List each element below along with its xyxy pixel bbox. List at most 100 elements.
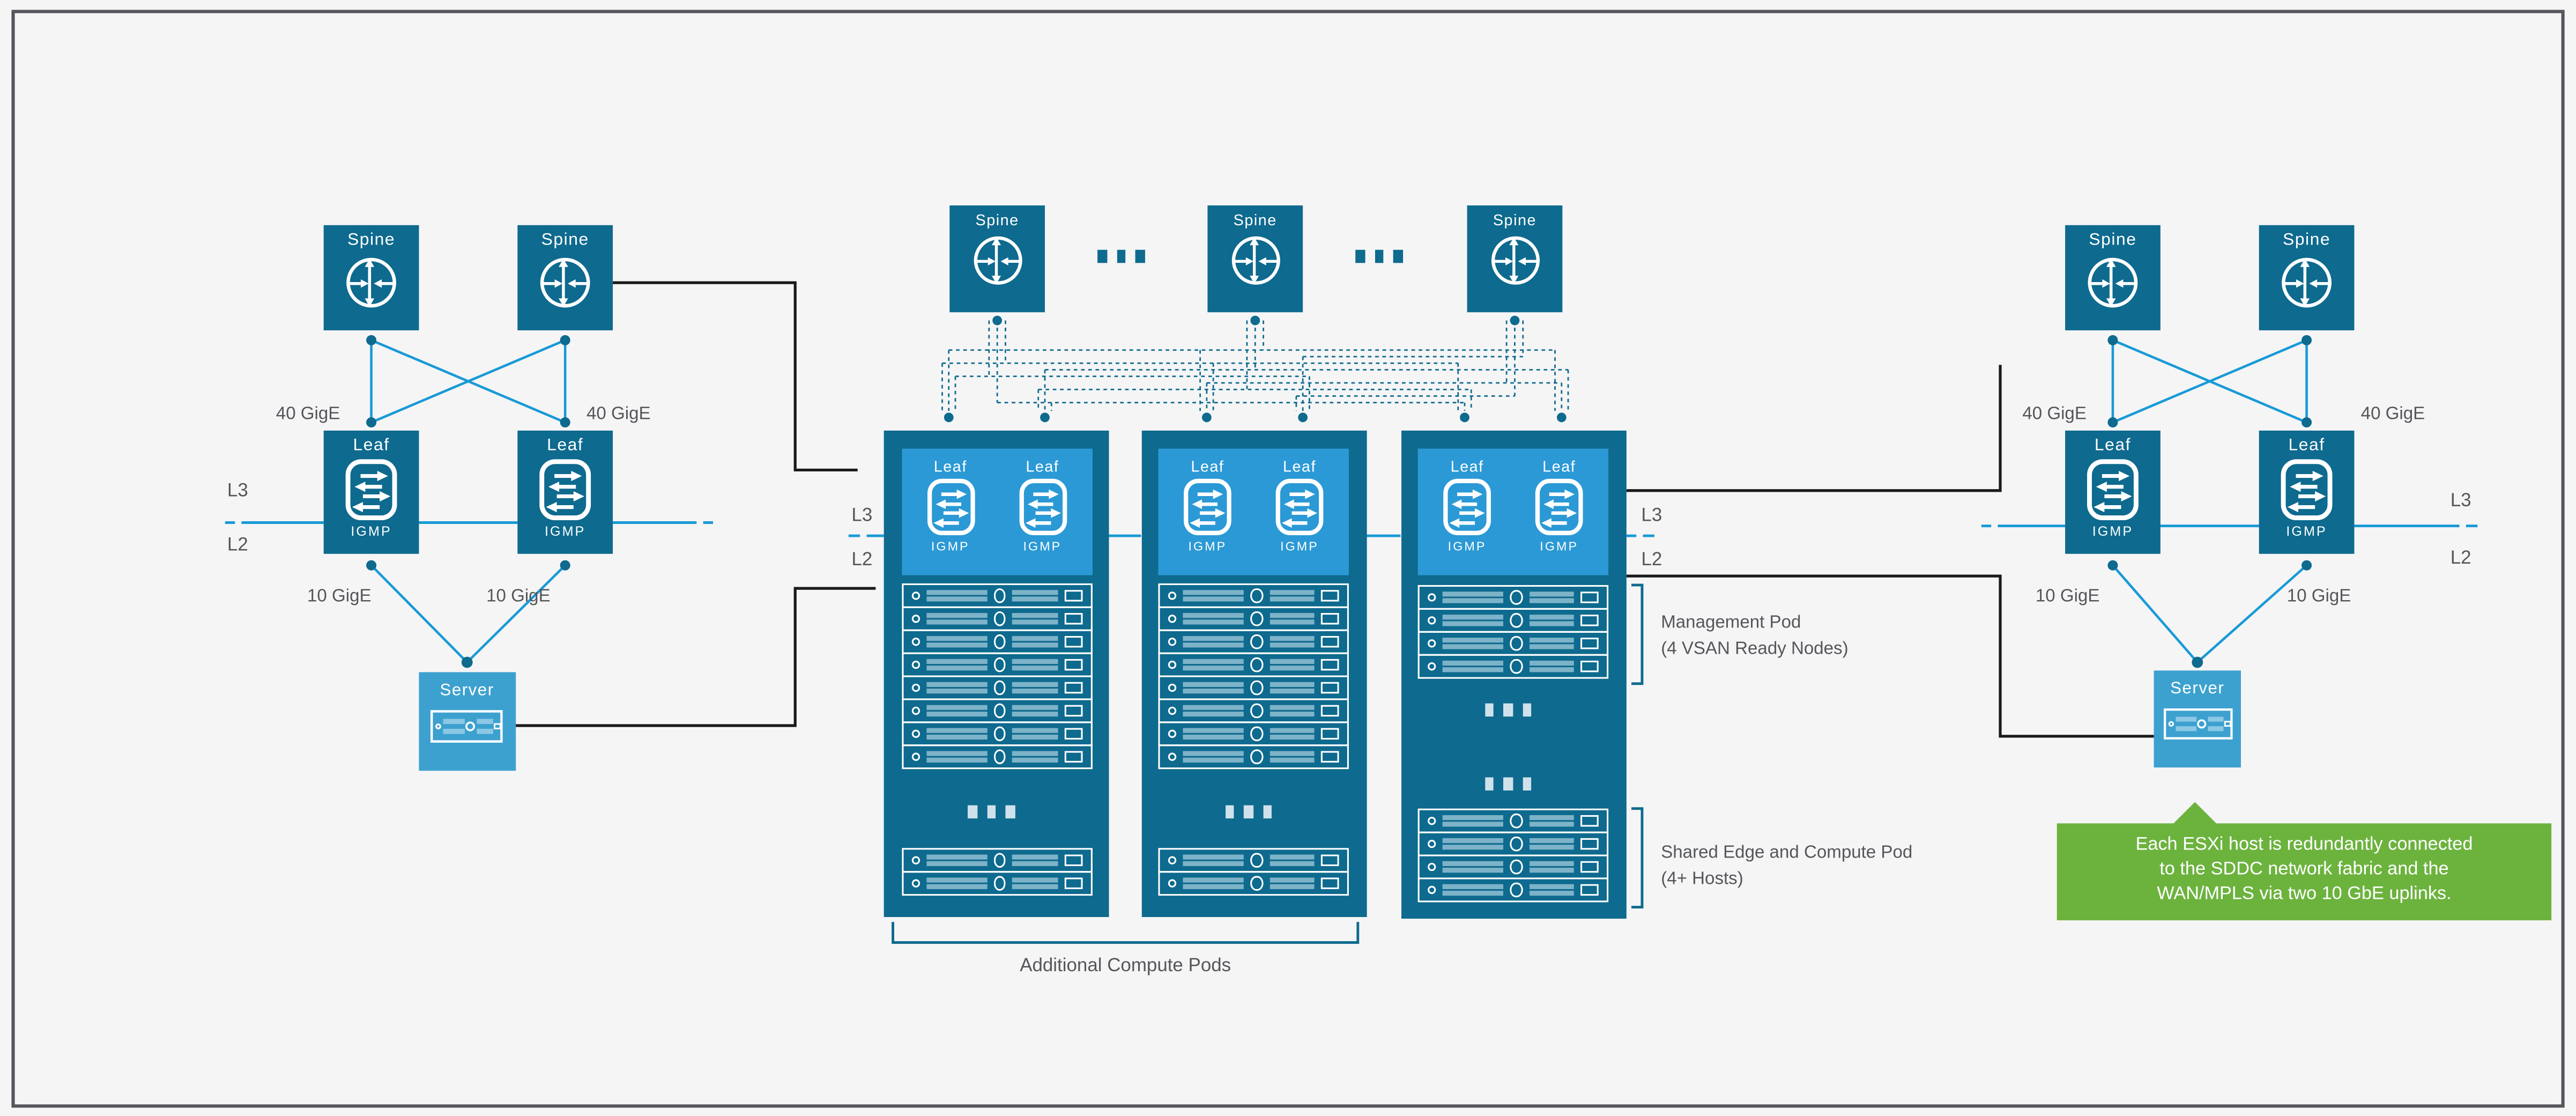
- leaf-label: Leaf: [933, 456, 967, 475]
- server-unit-icon: [1158, 848, 1349, 873]
- pod-leaf-panel: Leaf IGMP Leaf IGMP: [1158, 448, 1349, 575]
- spine-label: Spine: [347, 232, 396, 250]
- pod-server-stack-bottom: [1158, 848, 1349, 896]
- spine-icon: [1488, 233, 1542, 287]
- callout-text-line: Each ESXi host is redundantly connected: [2135, 834, 2473, 854]
- server-unit-icon: [1158, 721, 1349, 747]
- compute-pod-2: Leaf IGMP Leaf IGMP: [1141, 430, 1367, 917]
- diagram-border: [11, 10, 2565, 1108]
- pod-leaf-2: Leaf IGMP: [1000, 453, 1085, 571]
- right-leaf-server-links: [2112, 564, 2308, 663]
- igmp-label: IGMP: [931, 539, 970, 554]
- left-leaf-server-links: [370, 564, 566, 663]
- leaf-label: Leaf: [2288, 437, 2325, 455]
- igmp-label: IGMP: [1280, 539, 1319, 554]
- black-uplink-connectors: [515, 281, 2154, 738]
- management-node-stack: [1417, 585, 1609, 679]
- leaf-switch-icon: [2087, 459, 2139, 521]
- right-spine-1: Spine: [2065, 225, 2161, 330]
- igmp-label: IGMP: [351, 524, 392, 539]
- additional-compute-pods-label: Additional Compute Pods: [1020, 956, 1231, 977]
- spine-leaf-mesh: [941, 320, 1569, 411]
- leaf-label: Leaf: [1282, 456, 1317, 475]
- leaf-switch-icon: [1443, 478, 1492, 536]
- spine-label: Spine: [541, 232, 589, 250]
- esxi-uplink-callout: Each ESXi host is redundantly connected …: [2057, 801, 2552, 920]
- server-rack-icon: [2163, 707, 2232, 738]
- server-unit-icon: [1417, 585, 1609, 610]
- spine-icon: [1228, 233, 1282, 287]
- leaf-switch-icon: [1183, 478, 1232, 536]
- callout-text-line: WAN/MPLS via two 10 GbE uplinks.: [2157, 883, 2452, 904]
- server-unit-icon: [1158, 629, 1349, 654]
- leaf-label: Leaf: [1542, 456, 1576, 475]
- spine-icon: [537, 255, 593, 311]
- left-spine-leaf-links: [370, 339, 567, 424]
- server-unit-icon: [1417, 877, 1609, 903]
- server-unit-icon: [901, 744, 1092, 770]
- server-unit-icon: [1417, 631, 1609, 656]
- callout-pointer-icon: [2172, 801, 2218, 824]
- middle-spine-3: Spine: [1467, 205, 1563, 313]
- server-unit-icon: [1417, 654, 1609, 679]
- right-spine-2: Spine: [2259, 225, 2355, 330]
- pod-server-stack-top: [1158, 583, 1349, 770]
- pod-leaf-2: Leaf IGMP: [1517, 453, 1602, 571]
- spine-label: Spine: [1493, 209, 1537, 228]
- pod-server-stack-top: [901, 583, 1092, 770]
- callout-text-line: to the SDDC network fabric and the: [2159, 859, 2449, 879]
- igmp-label: IGMP: [2286, 524, 2327, 539]
- ellipsis-icon: [1224, 805, 1272, 819]
- server-unit-icon: [901, 652, 1092, 677]
- label-l2: L2: [227, 536, 248, 556]
- connection-dots: [366, 315, 2312, 668]
- right-leaf-2: Leaf IGMP: [2259, 430, 2355, 554]
- label-l3: L3: [227, 481, 248, 501]
- label-10gige: 10 GigE: [307, 587, 372, 607]
- pod-leaf-panel: Leaf IGMP Leaf IGMP: [1417, 448, 1609, 575]
- ellipsis-icon: [967, 805, 1015, 819]
- middle-spine-1: Spine: [949, 205, 1045, 313]
- label-10gige: 10 GigE: [486, 587, 551, 607]
- label-10gige: 10 GigE: [2035, 587, 2100, 607]
- pod-server-stack-bottom: [901, 848, 1092, 896]
- right-spine-leaf-links: [2111, 339, 2308, 424]
- left-leaf-1: Leaf IGMP: [323, 430, 419, 554]
- shared-edge-pod-label-line1: Shared Edge and Compute Pod: [1661, 843, 1913, 863]
- spine-label: Spine: [1233, 209, 1277, 228]
- server-unit-icon: [1158, 652, 1349, 677]
- leaf-label: Leaf: [1026, 456, 1059, 475]
- management-pod-label-line1: Management Pod: [1661, 613, 1801, 633]
- pod-leaf-1: Leaf IGMP: [908, 453, 993, 571]
- leaf-label: Leaf: [1450, 456, 1484, 475]
- leaf-label: Leaf: [353, 437, 390, 455]
- server-unit-icon: [901, 583, 1092, 608]
- igmp-label: IGMP: [1188, 539, 1227, 554]
- server-unit-icon: [1158, 606, 1349, 631]
- server-unit-icon: [901, 698, 1092, 723]
- left-spine-2: Spine: [517, 225, 613, 330]
- spine-icon: [2085, 255, 2141, 311]
- leaf-switch-icon: [345, 459, 398, 521]
- server-unit-icon: [901, 721, 1092, 747]
- pod-leaf-panel: Leaf IGMP Leaf IGMP: [901, 448, 1092, 575]
- pod-leaf-2: Leaf IGMP: [1257, 453, 1342, 571]
- leaf-switch-icon: [926, 478, 975, 536]
- shared-edge-pod-label-line2: (4+ Hosts): [1661, 868, 1743, 889]
- igmp-label: IGMP: [2092, 524, 2134, 539]
- spine-label: Spine: [2282, 232, 2331, 250]
- server-unit-icon: [901, 606, 1092, 631]
- left-leaf-2: Leaf IGMP: [517, 430, 613, 554]
- server-unit-icon: [1158, 871, 1349, 896]
- server-unit-icon: [901, 871, 1092, 896]
- label-l2: L2: [851, 550, 873, 571]
- server-unit-icon: [901, 848, 1092, 873]
- spine-label: Spine: [975, 209, 1019, 228]
- middle-spine-2: Spine: [1207, 205, 1303, 313]
- leaf-label: Leaf: [2094, 437, 2131, 455]
- label-l2: L2: [1641, 550, 1662, 571]
- leaf-switch-icon: [1534, 478, 1584, 536]
- igmp-label: IGMP: [1540, 539, 1579, 554]
- server-unit-icon: [1158, 675, 1349, 700]
